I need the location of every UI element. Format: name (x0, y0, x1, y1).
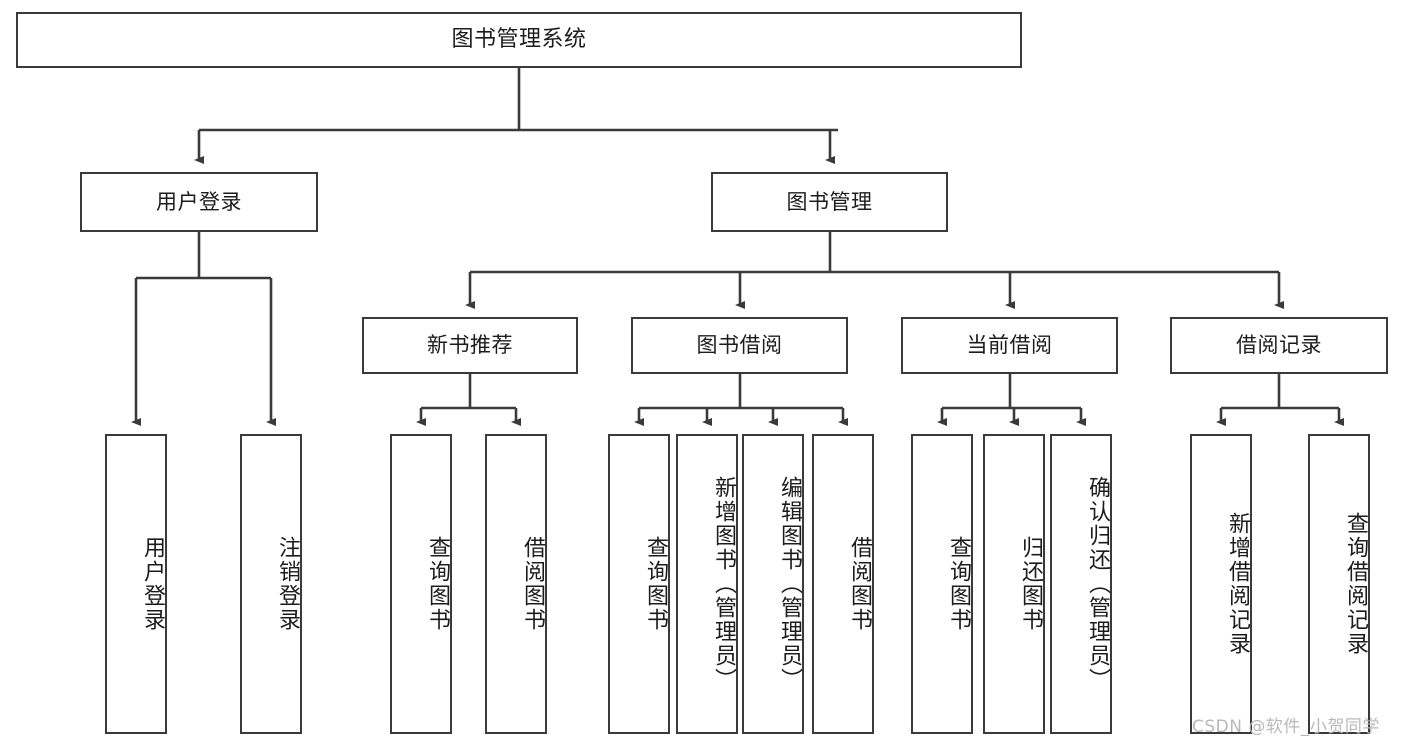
node-root-system[interactable]: 图书管理系统 (16, 12, 1022, 68)
node-label: 查询图书 (643, 536, 668, 632)
node-book-borrow[interactable]: 图书借阅 (631, 317, 848, 374)
node-label: 借阅图书 (847, 536, 872, 632)
node-label: 归还图书 (1018, 536, 1043, 632)
node-leaf-return-book[interactable]: 归还图书 (983, 434, 1045, 734)
node-label: 新增图书（管理员） (711, 476, 736, 692)
node-user-login[interactable]: 用户登录 (80, 172, 318, 232)
node-leaf-query-book-borrow[interactable]: 查询图书 (608, 434, 670, 734)
csdn-watermark: CSDN @软件_小贺同学 (1192, 717, 1380, 737)
node-label: 图书管理系统 (451, 27, 587, 53)
node-label: 查询图书 (946, 536, 971, 632)
node-label: 注销登录 (275, 536, 300, 632)
node-leaf-borrow-book-recommend[interactable]: 借阅图书 (485, 434, 547, 734)
node-label: 确认归还（管理员） (1085, 476, 1110, 692)
node-new-book-recommend[interactable]: 新书推荐 (362, 317, 578, 374)
node-label: 当前借阅 (966, 333, 1053, 358)
node-leaf-add-borrow-record[interactable]: 新增借阅记录 (1190, 434, 1252, 734)
node-leaf-logout-login[interactable]: 注销登录 (240, 434, 302, 734)
node-current-borrow[interactable]: 当前借阅 (901, 317, 1118, 374)
node-leaf-add-book-admin[interactable]: 新增图书（管理员） (676, 434, 738, 734)
node-label: 借阅记录 (1236, 333, 1322, 358)
node-label: 图书借阅 (696, 333, 783, 358)
node-label: 查询图书 (425, 536, 450, 632)
node-leaf-query-borrow-record[interactable]: 查询借阅记录 (1308, 434, 1370, 734)
node-label: 图书管理 (786, 189, 873, 214)
node-label: 新增借阅记录 (1225, 512, 1250, 656)
node-leaf-confirm-return-admin[interactable]: 确认归还（管理员） (1050, 434, 1112, 734)
node-borrow-record[interactable]: 借阅记录 (1170, 317, 1388, 374)
node-leaf-query-book-recommend[interactable]: 查询图书 (390, 434, 452, 734)
node-label: 编辑图书（管理员） (777, 476, 802, 692)
node-label: 用户登录 (140, 536, 165, 632)
node-label: 查询借阅记录 (1343, 512, 1368, 656)
node-leaf-edit-book-admin[interactable]: 编辑图书（管理员） (742, 434, 804, 734)
node-label: 新书推荐 (427, 333, 513, 358)
node-leaf-borrow-book[interactable]: 借阅图书 (812, 434, 874, 734)
node-leaf-query-book-current[interactable]: 查询图书 (911, 434, 973, 734)
node-book-management[interactable]: 图书管理 (711, 172, 948, 232)
node-label: 用户登录 (156, 189, 242, 214)
node-leaf-user-login[interactable]: 用户登录 (105, 434, 167, 734)
node-label: 借阅图书 (520, 536, 545, 632)
